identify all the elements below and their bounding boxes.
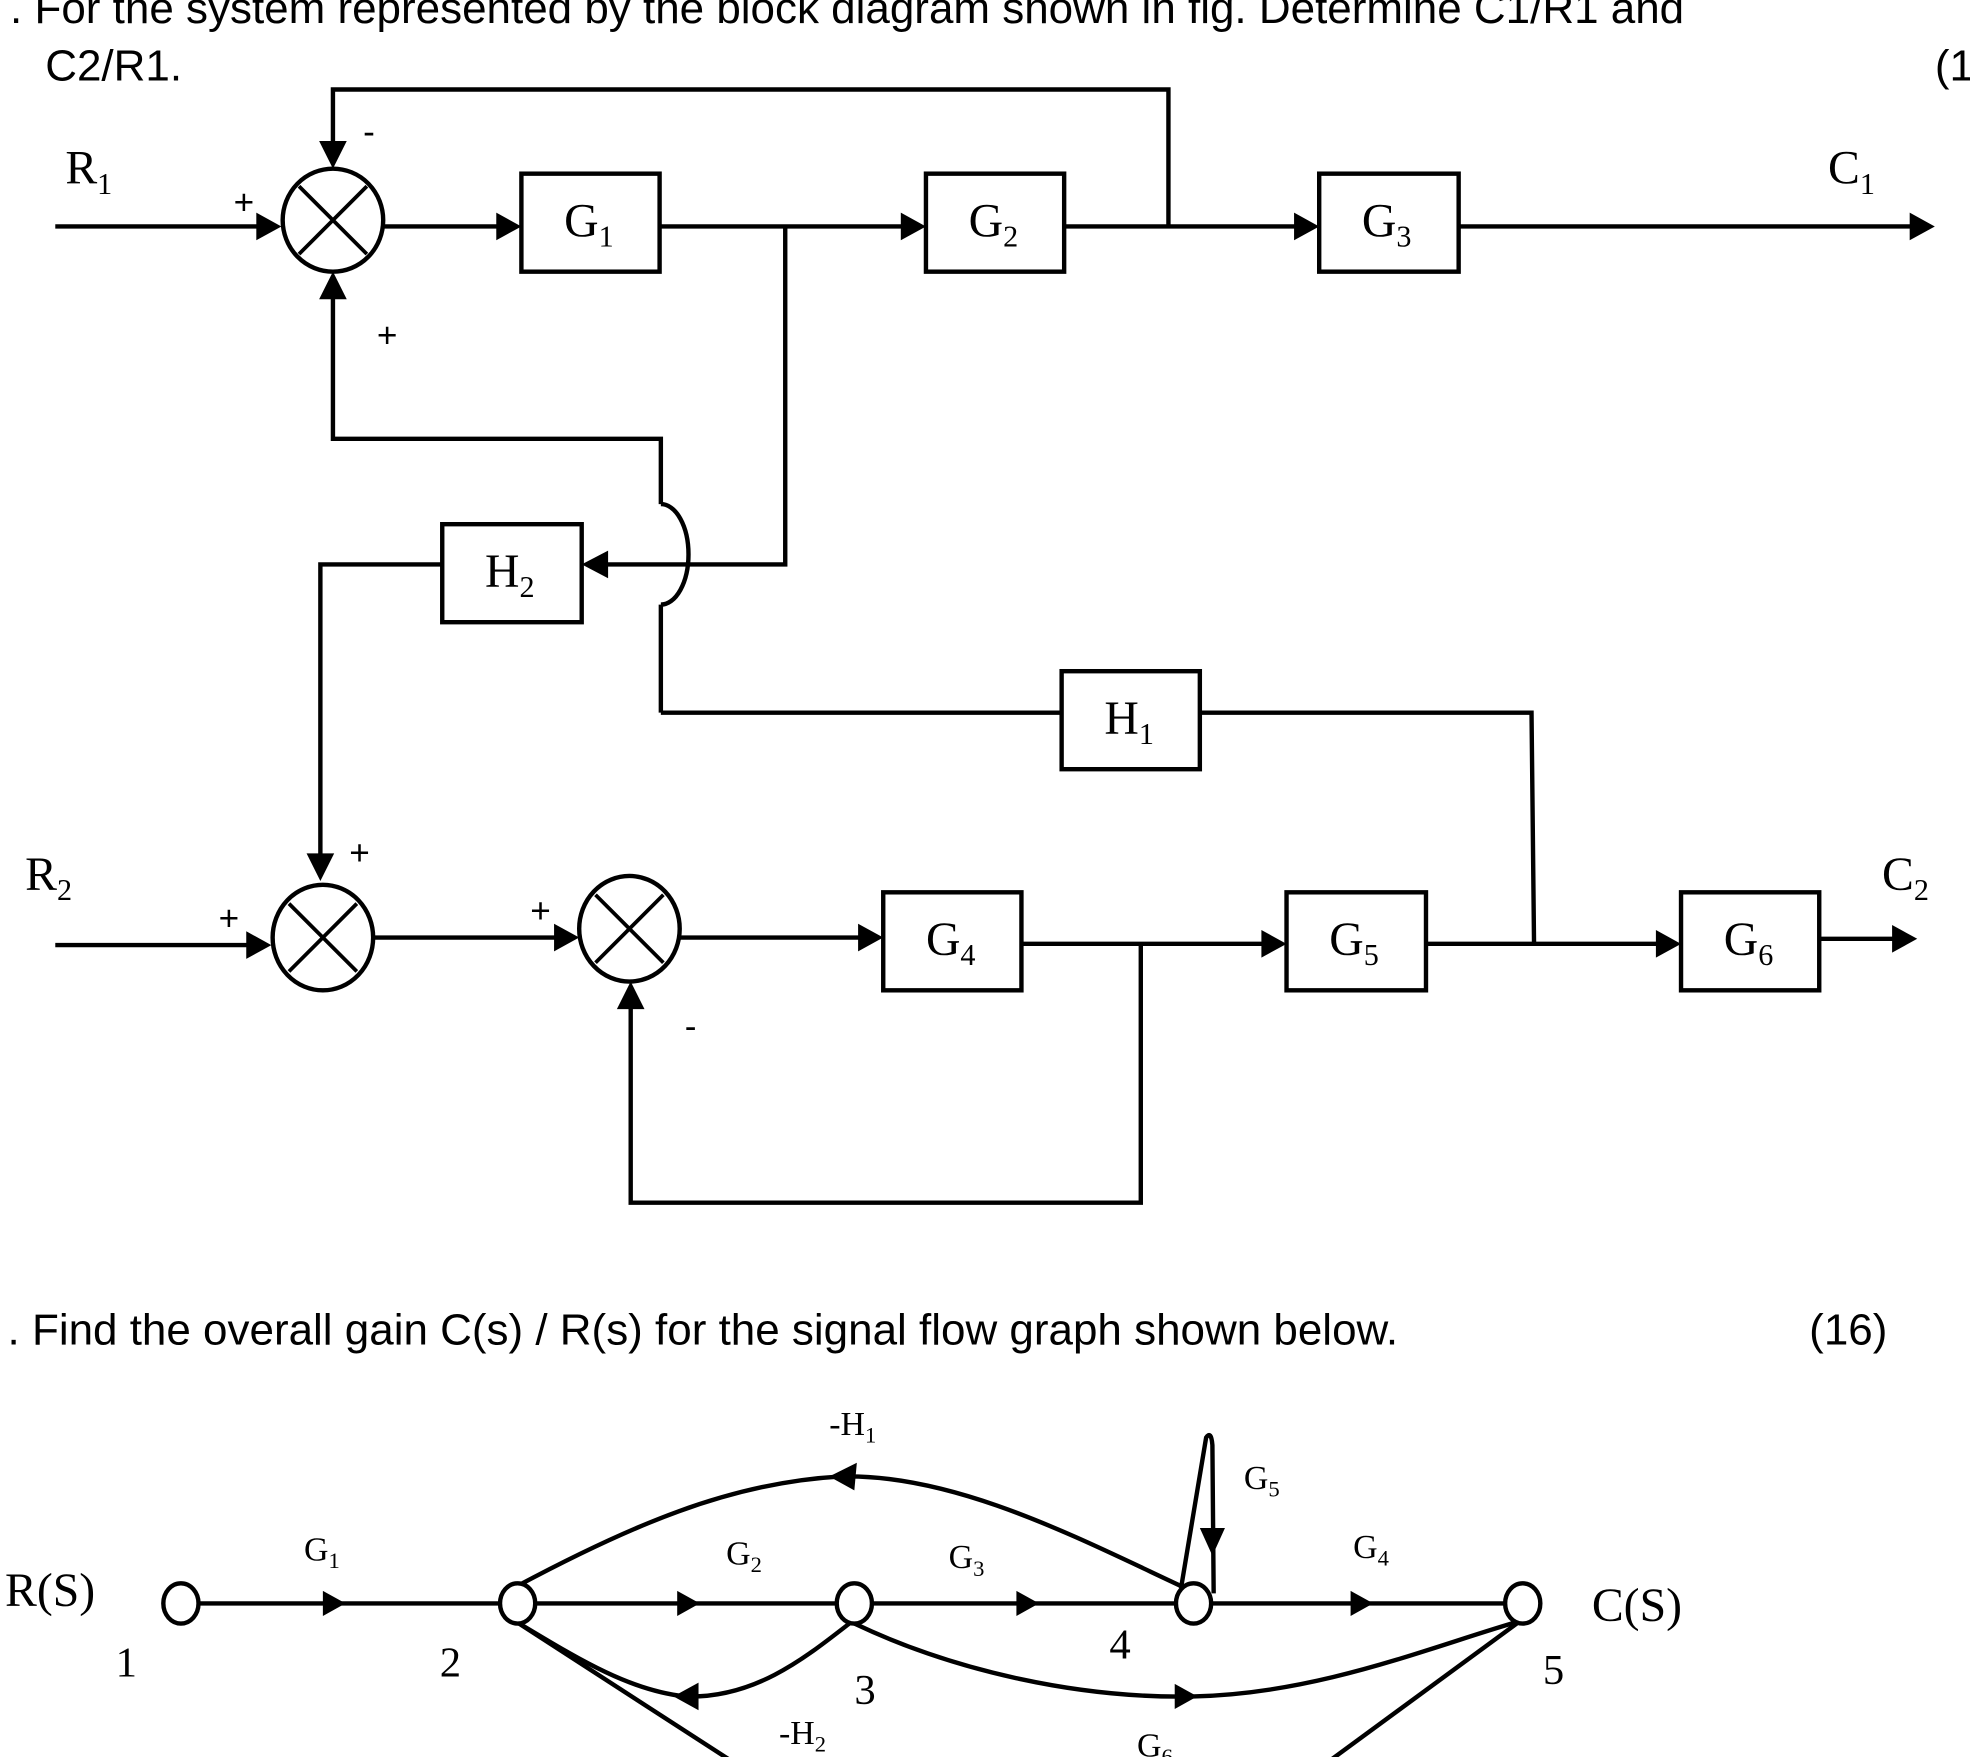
input-r1: R1 [65,142,112,201]
node-number: 2 [440,1639,461,1686]
arrowhead [1016,1590,1040,1616]
arrowhead [673,1682,699,1711]
signal-flow-graph: R(S) C(S) 1 2 3 4 [5,1406,1682,1757]
arrowhead [319,271,347,300]
sfg-node-5 [1502,1581,1543,1626]
svg-text:R1: R1 [65,142,112,201]
block-g4: G4 [881,890,1024,993]
sfg-node-2 [497,1581,538,1626]
sign-minus: - [363,113,375,152]
gain-label-g6: G6 [1137,1728,1173,1757]
inner-feedback-line [628,943,1143,1205]
gain-label-g5: G5 [1244,1460,1280,1502]
summing-junction-s2 [270,882,376,993]
h1-input-line [1199,710,1537,944]
input-r2: R2 [25,848,72,907]
branch-minus-h1 [516,1474,1187,1591]
h2-feedforward-line [603,226,788,567]
arrowhead [1909,212,1935,241]
sfg-output-label: C(S) [1592,1579,1682,1632]
sfg-input-label: R(S) [5,1564,95,1617]
arrowhead [1294,212,1320,241]
sign-plus: + [219,899,240,938]
gain-label-g1: G1 [304,1532,340,1574]
branch-g6 [1331,1619,1522,1757]
gain-label-minus-h2: -H2 [779,1715,826,1757]
branch-forward-lower [853,1618,1521,1699]
sign-minus: - [685,1007,697,1046]
h1-feedback-line [330,295,664,505]
branch-g6 [513,1619,730,1757]
branch-g5-self-loop [1178,1432,1216,1594]
arrowhead [554,923,580,952]
arrowhead [1174,1683,1198,1709]
arrowhead [306,853,335,882]
question1-marks: (1 [1935,42,1970,91]
block-h2: H2 [440,522,584,625]
svg-text:H1: H1 [1104,692,1154,751]
sfg-node-3 [834,1581,875,1626]
question2-text: . Find the overall gain C(s) / R(s) for … [8,1306,1399,1355]
sign-plus: + [349,834,370,873]
sign-plus: + [234,183,255,222]
svg-text:C2: C2 [1882,848,1929,907]
feedback-line-top [330,87,1171,227]
gain-label-g2: G2 [726,1535,762,1577]
arrowhead [256,212,282,241]
arrowhead [246,931,272,959]
svg-text:G3: G3 [1362,194,1412,253]
block-diagram: R1 + - + G1 G2 [25,87,1935,1205]
summing-junction-s1 [280,166,386,274]
summing-junction-s3 [576,873,682,984]
arrowhead [858,923,884,952]
svg-text:H2: H2 [485,545,535,604]
block-g3: G3 [1316,171,1461,274]
question1-line2: C2/R1. [45,42,182,91]
svg-text:G1: G1 [564,194,614,253]
arrowhead [677,1590,700,1616]
svg-text:R2: R2 [25,848,72,907]
output-c1: C1 [1828,142,1875,201]
arrowhead [1892,924,1918,953]
svg-text:G6: G6 [1724,913,1774,972]
question2-marks: (16) [1809,1306,1887,1355]
arrowhead [496,212,522,241]
sfg-node-1 [161,1581,201,1626]
arrowhead [1350,1590,1374,1616]
block-g6: G6 [1678,890,1822,993]
block-g2: G2 [923,171,1067,274]
output-c2: C2 [1882,848,1929,907]
node-number: 3 [854,1667,875,1714]
arrowhead [1199,1528,1225,1556]
svg-text:G2: G2 [969,194,1019,253]
svg-text:G4: G4 [926,913,976,972]
gain-label-g4: G4 [1353,1529,1389,1571]
arrowhead [1655,930,1682,958]
svg-text:C1: C1 [1828,142,1875,201]
block-h1: H1 [1059,668,1203,772]
line-crossover-hop [660,501,691,607]
arrowhead [829,1462,857,1491]
branch-minus-h2 [513,1619,851,1699]
gain-label-g3: G3 [949,1539,985,1581]
arrowhead [616,981,645,1010]
h2-output-line [318,562,443,858]
sign-plus: + [530,891,551,930]
svg-text:G5: G5 [1329,913,1379,972]
arrowhead [322,1590,346,1616]
arrowhead [1261,930,1287,958]
node-number: 1 [116,1639,137,1686]
arrowhead [319,141,347,169]
sign-plus: + [377,316,398,355]
node-number: 5 [1543,1647,1564,1694]
node-number: 4 [1109,1622,1130,1669]
block-g5: G5 [1284,890,1429,993]
gain-label-minus-h1: -H1 [829,1406,876,1448]
block-g1: G1 [519,171,662,274]
question1-line1: . For the system represented by the bloc… [10,0,1684,33]
arrowhead [581,550,609,579]
sfg-node-4 [1173,1581,1214,1626]
arrowhead [900,212,926,241]
